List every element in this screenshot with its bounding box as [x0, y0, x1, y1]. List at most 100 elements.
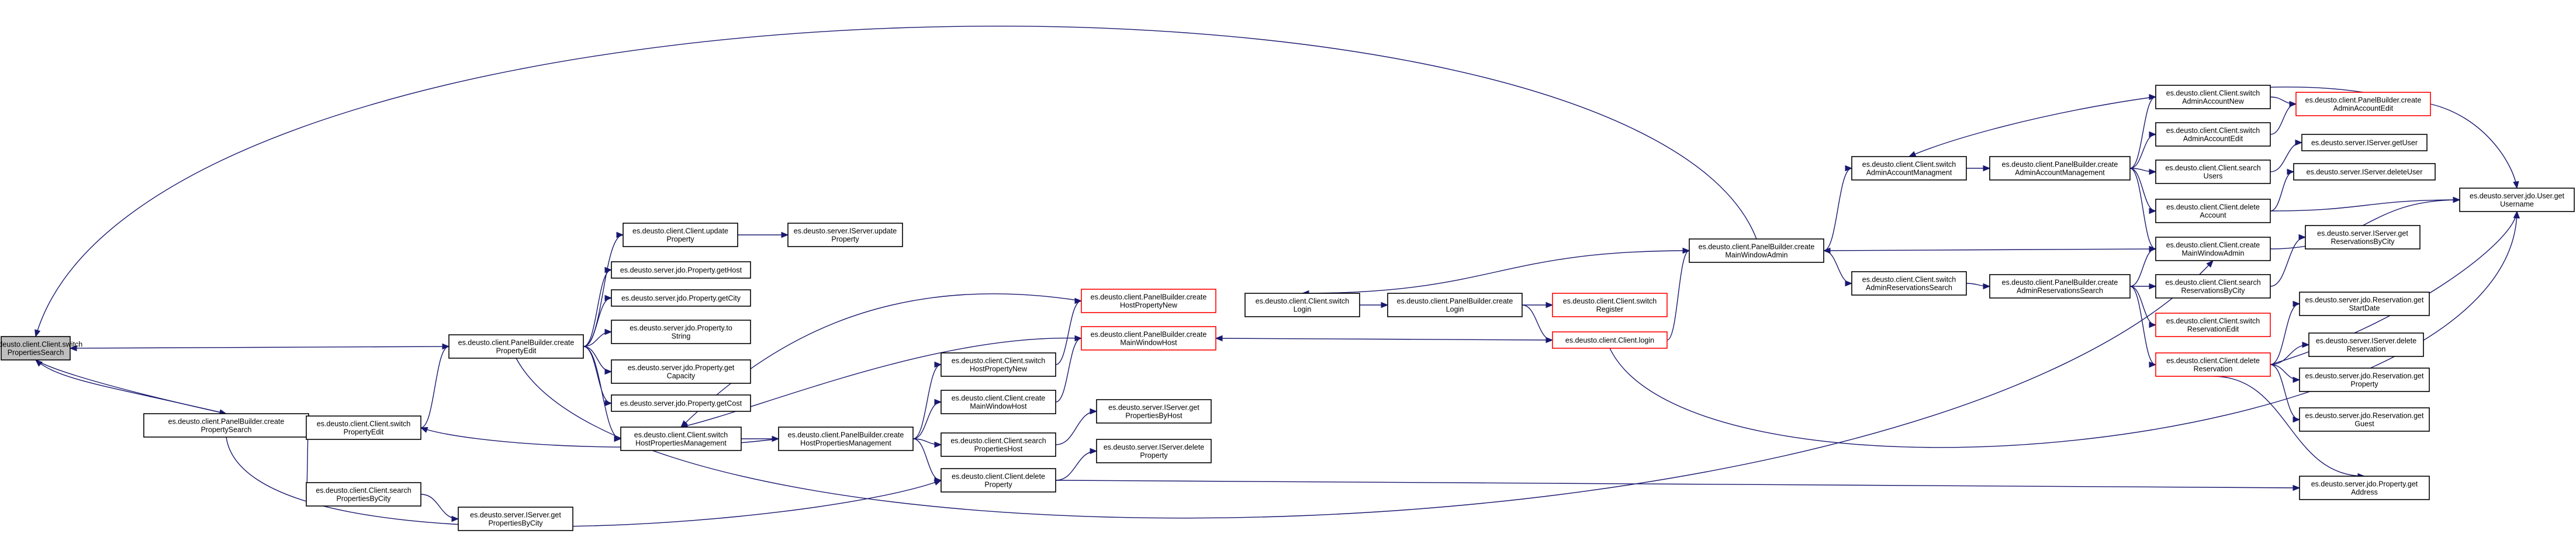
graph-node-n42[interactable]: es.deusto.server.IServer.getUser [2301, 134, 2428, 151]
graph-node-n18[interactable]: es.deusto.client.Client.searchProperties… [941, 432, 1056, 457]
graph-node-n37[interactable]: es.deusto.client.Client.createMainWindow… [2155, 237, 2271, 261]
graph-node-n14[interactable]: es.deusto.client.Client.switchHostProper… [620, 427, 742, 451]
arrowhead-n32-n40 [2149, 361, 2157, 368]
graph-node-n39[interactable]: es.deusto.client.Client.switchReservatio… [2155, 313, 2271, 337]
arrowhead-n31-n34 [2149, 131, 2157, 138]
graph-node-n27[interactable]: es.deusto.client.Client.login [1552, 331, 1668, 349]
graph-node-n25[interactable]: es.deusto.client.PanelBuilder.createLogi… [1387, 293, 1523, 317]
edge-n6-n37 [516, 260, 2214, 519]
edge-n6-n14 [583, 346, 621, 439]
graph-node-n6[interactable]: es.deusto.client.PanelBuilder.createProp… [448, 334, 584, 359]
node-label-line: es.deusto.client.PanelBuilder.create [1397, 297, 1513, 306]
graph-node-n9[interactable]: es.deusto.server.jdo.Property.getHost [611, 261, 751, 279]
edge-n18-n20 [1055, 411, 1097, 445]
node-box [2155, 352, 2271, 377]
graph-node-n2[interactable]: es.deusto.client.PanelBuilder.createProp… [143, 413, 309, 438]
node-label-line: es.deusto.client.Client.switch [2166, 89, 2260, 98]
edge-n27-n23 [1215, 338, 1553, 341]
edge-n36-n43 [2270, 171, 2294, 212]
node-label-line: AdminAccountManagement [2015, 169, 2105, 177]
graph-node-n12[interactable]: es.deusto.server.jdo.Property.getCapacit… [611, 359, 751, 384]
node-label-line: es.deusto.client.Client.switch [2166, 127, 2260, 135]
node-label-line: es.deusto.client.PanelBuilder.create [2002, 161, 2118, 169]
graph-node-n47[interactable]: es.deusto.server.jdo.Reservation.getProp… [2299, 368, 2430, 392]
graph-node-n23[interactable]: es.deusto.client.PanelBuilder.createMain… [1081, 326, 1216, 351]
node-label-line: Address [2351, 488, 2378, 497]
arrowhead-n28-n29 [1845, 165, 1853, 172]
node-label-line: es.deusto.server.IServer.get [470, 511, 561, 519]
graph-node-n1[interactable]: es.deusto.client.Client.switchProperties… [0, 336, 82, 361]
graph-node-n30[interactable]: es.deusto.client.Client.switchAdminReser… [1851, 271, 1967, 296]
edges-layer [34, 26, 2520, 527]
arrowhead-n28-n1 [34, 329, 41, 338]
graph-node-n16[interactable]: es.deusto.client.Client.switchHostProper… [941, 352, 1056, 377]
graph-node-n13[interactable]: es.deusto.server.jdo.Property.getCost [611, 394, 751, 412]
graph-node-n20[interactable]: es.deusto.server.IServer.getPropertiesBy… [1096, 399, 1212, 424]
node-label-line: es.deusto.server.IServer.delete [2316, 337, 2416, 345]
graph-node-n22[interactable]: es.deusto.client.PanelBuilder.createHost… [1081, 289, 1216, 313]
edge-n36-n50 [2270, 199, 2460, 212]
edge-n32-n40 [2129, 286, 2156, 365]
node-label-line: HostPropertiesManagement [635, 439, 727, 448]
graph-node-n34[interactable]: es.deusto.client.Client.switchAdminAccou… [2155, 122, 2271, 147]
arrowhead-n6-n13 [604, 400, 613, 407]
node-label-line: PropertiesSearch [8, 349, 64, 357]
graph-node-n4[interactable]: es.deusto.client.Client.searchProperties… [306, 482, 421, 507]
graph-node-n10[interactable]: es.deusto.server.jdo.Property.getCity [611, 289, 751, 307]
edge-n40-n45 [2270, 303, 2300, 365]
graph-node-n44[interactable]: es.deusto.server.IServer.getReservations… [2305, 225, 2421, 249]
graph-node-n43[interactable]: es.deusto.server.IServer.deleteUser [2293, 163, 2436, 181]
arrowhead-n31-n35 [2149, 168, 2157, 175]
edge-n6-n9 [583, 269, 612, 347]
edge-n16-n22 [1055, 300, 1082, 365]
graph-node-n31[interactable]: es.deusto.client.PanelBuilder.createAdmi… [1989, 156, 2131, 181]
edge-n27-n50 [1609, 211, 2518, 448]
node-label-line: es.deusto.server.jdo.Property.to [630, 324, 732, 332]
graph-node-n3[interactable]: es.deusto.client.Client.switchPropertyEd… [306, 415, 421, 440]
graph-node-n40[interactable]: es.deusto.client.Client.deleteReservatio… [2155, 352, 2271, 377]
arrowhead-n6-n14 [614, 435, 622, 442]
graph-node-n41[interactable]: es.deusto.client.PanelBuilder.createAdmi… [2295, 92, 2431, 116]
graph-node-n33[interactable]: es.deusto.client.Client.switchAdminAccou… [2155, 85, 2271, 109]
graph-node-n32[interactable]: es.deusto.client.PanelBuilder.createAdmi… [1989, 274, 2131, 299]
node-label-line: PropertyEdit [496, 347, 537, 355]
graph-node-n29[interactable]: es.deusto.client.Client.switchAdminAccou… [1851, 156, 1967, 181]
arrowhead-n41-n50 [2513, 181, 2519, 189]
node-label-line: es.deusto.client.Client.create [952, 394, 1046, 403]
graph-node-n46[interactable]: es.deusto.server.IServer.deleteReservati… [2308, 332, 2424, 357]
node-label-line: es.deusto.server.IServer.update [794, 227, 897, 235]
node-box [1081, 289, 1216, 313]
node-label-line: es.deusto.client.Client.search [2165, 164, 2260, 172]
arrowhead-n6-n37 [2206, 260, 2214, 268]
arrowhead-n30-n32 [1983, 283, 1991, 290]
node-label-line: HostPropertiesManagement [800, 439, 891, 448]
node-label-line: es.deusto.client.Client.search [316, 487, 411, 495]
node-box [611, 261, 751, 279]
edge-n25-n27 [1522, 304, 1553, 341]
graph-node-n28[interactable]: es.deusto.client.PanelBuilder.createMain… [1689, 238, 1824, 263]
graph-node-n48[interactable]: es.deusto.server.jdo.Reservation.getGues… [2299, 407, 2430, 432]
graph-node-n45[interactable]: es.deusto.server.jdo.Reservation.getStar… [2299, 292, 2430, 316]
graph-node-n38[interactable]: es.deusto.client.Client.searchReservatio… [2155, 274, 2271, 299]
graph-node-n15[interactable]: es.deusto.client.PanelBuilder.createHost… [778, 427, 914, 451]
node-box [2459, 188, 2575, 212]
node-box [2155, 274, 2271, 299]
node-label-line: es.deusto.client.PanelBuilder.create [458, 339, 575, 347]
graph-node-n17[interactable]: es.deusto.client.Client.createMainWindow… [941, 390, 1056, 414]
node-label-line: es.deusto.client.Client.switch [1256, 297, 1350, 306]
node-box [941, 352, 1056, 377]
graph-node-n5[interactable]: es.deusto.server.IServer.getPropertiesBy… [458, 507, 573, 531]
edge-n4-n5 [420, 494, 459, 519]
